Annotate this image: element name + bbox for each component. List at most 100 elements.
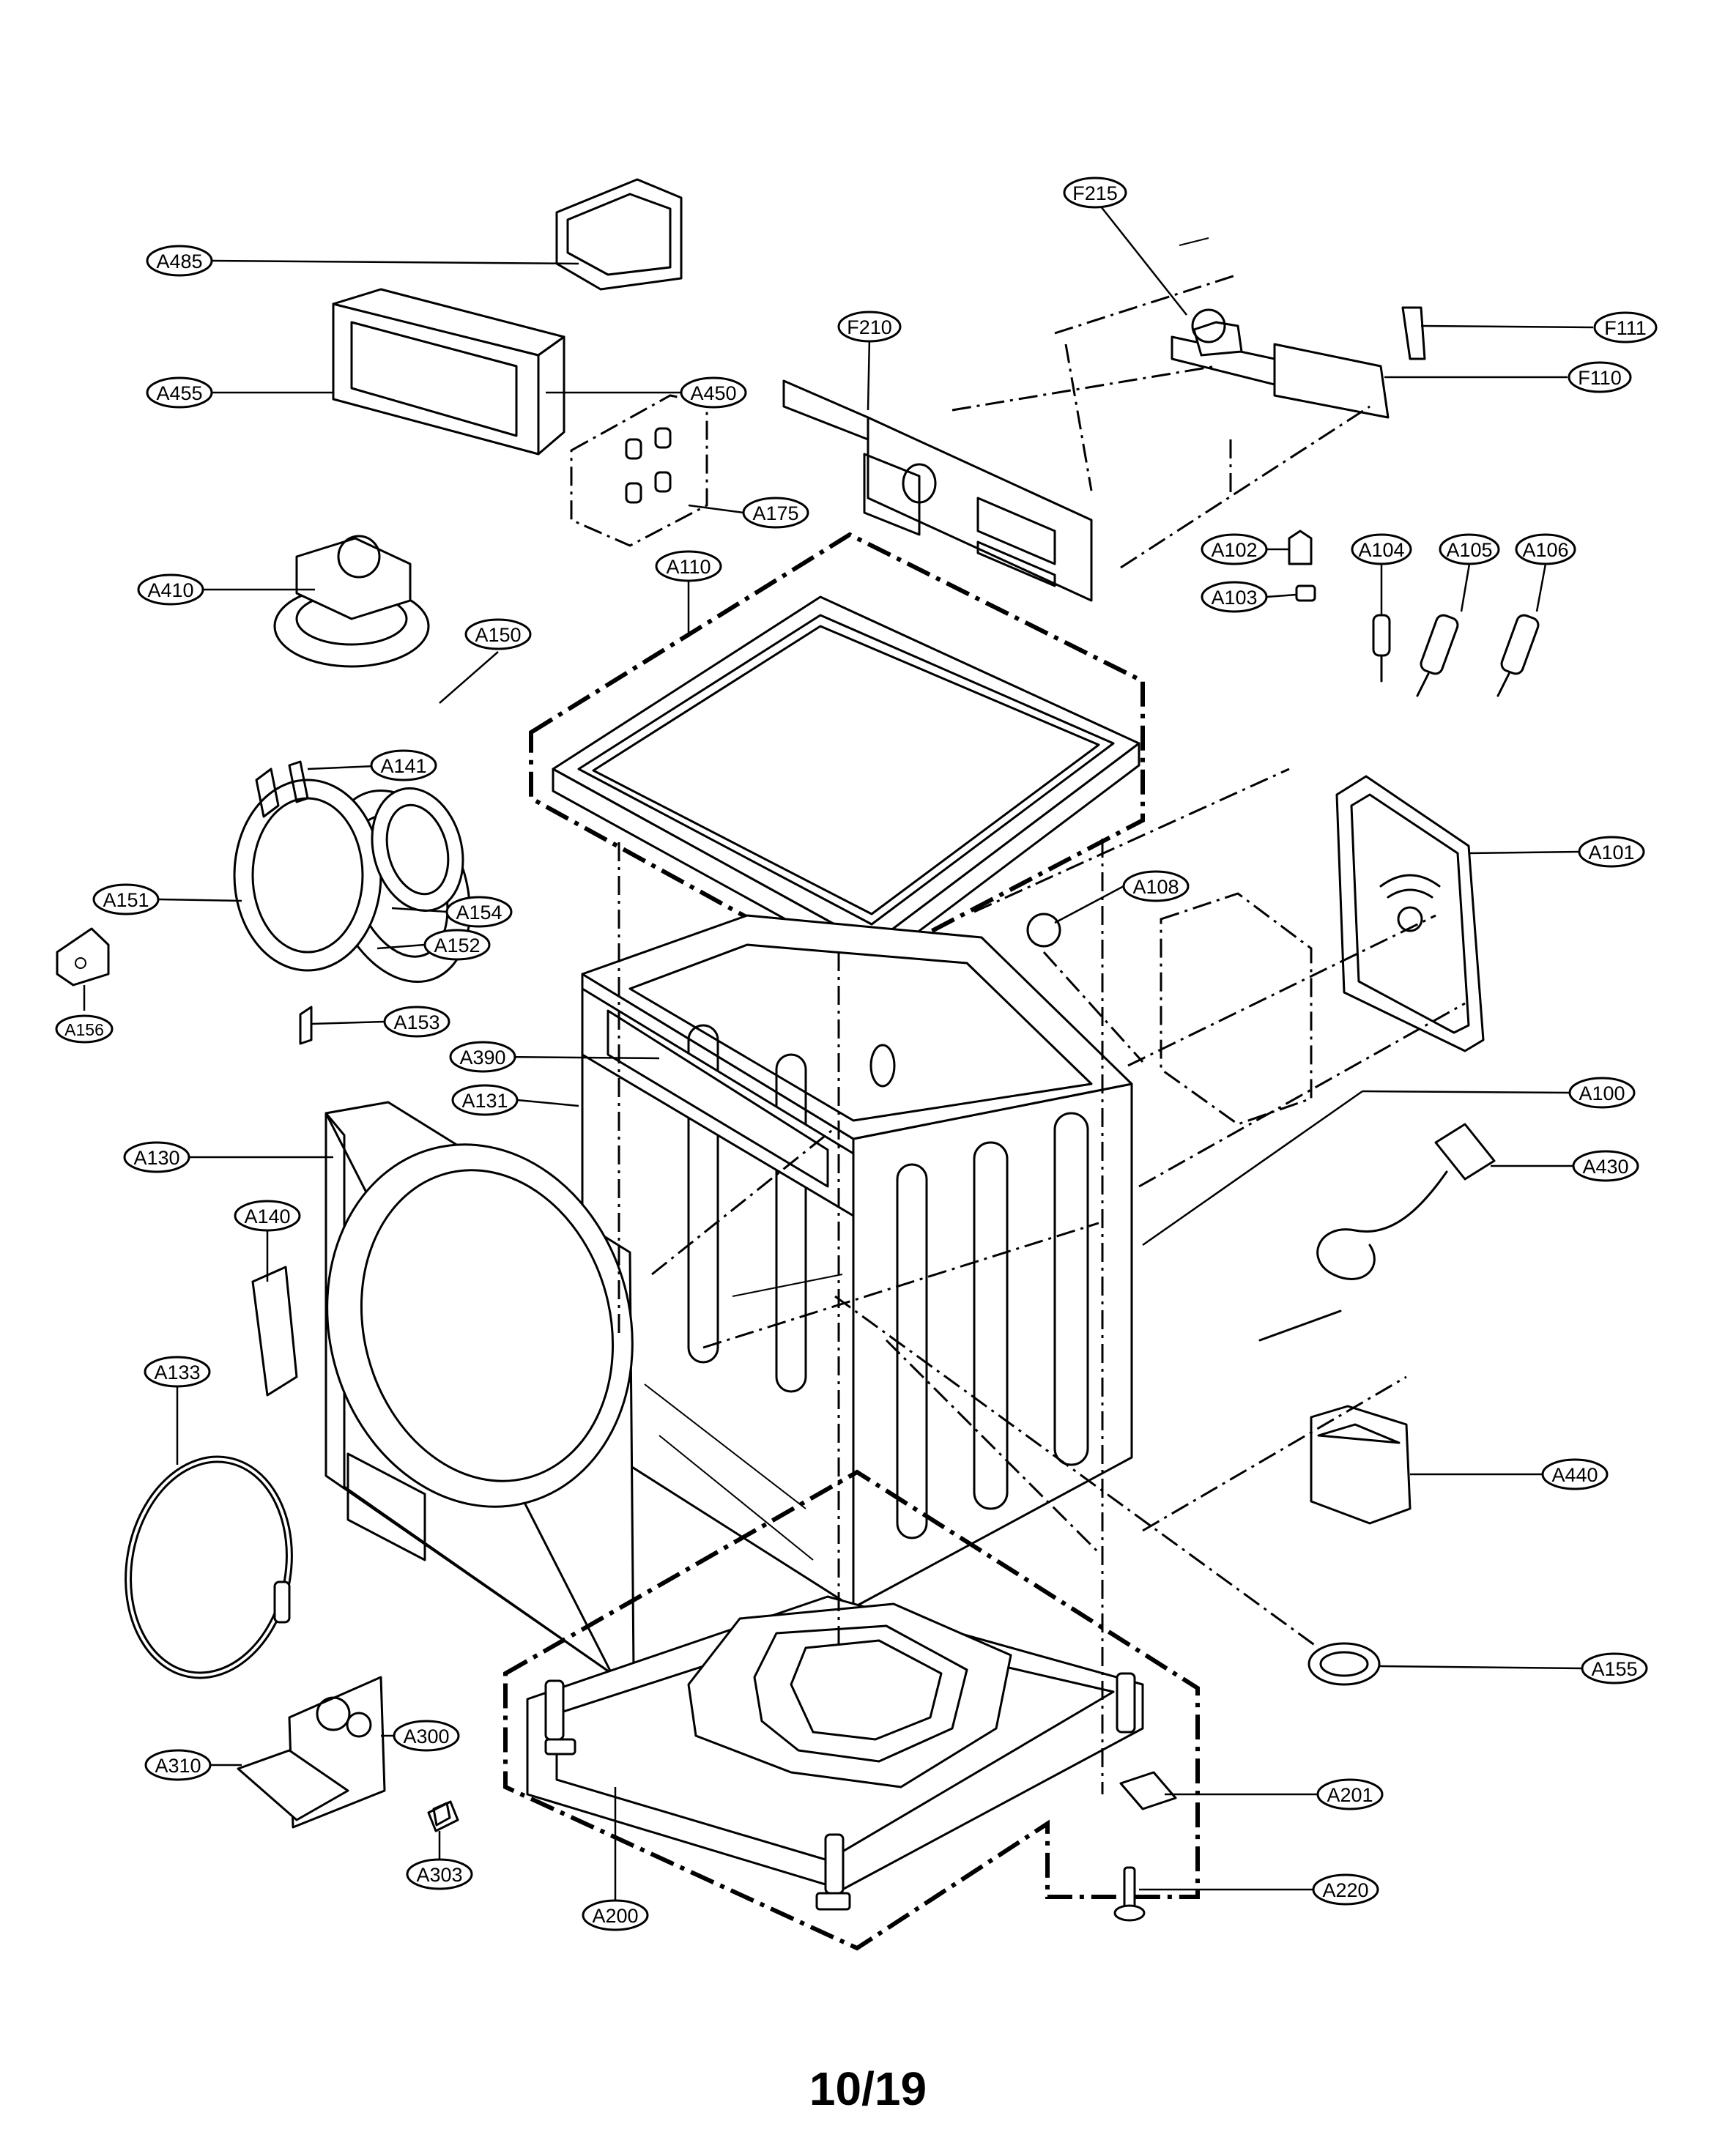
callout-label: A390 bbox=[459, 1047, 505, 1069]
callout-A455: A455 bbox=[146, 376, 213, 409]
callout-A485: A485 bbox=[146, 245, 213, 277]
base-part bbox=[526, 1595, 1144, 1911]
callout-label: A220 bbox=[1322, 1879, 1368, 1901]
callout-A410: A410 bbox=[137, 573, 204, 606]
callout-label: F111 bbox=[1604, 317, 1647, 339]
front-bracket-part bbox=[581, 987, 855, 1217]
callout-A153: A153 bbox=[383, 1006, 450, 1038]
callout-label: F210 bbox=[847, 316, 892, 338]
callout-label: A450 bbox=[690, 382, 736, 404]
callout-F111: F111 bbox=[1593, 311, 1658, 343]
callout-A220: A220 bbox=[1312, 1873, 1379, 1906]
callout-label: A102 bbox=[1211, 539, 1257, 561]
callout-A154: A154 bbox=[445, 896, 513, 928]
nozzle-parts bbox=[625, 427, 672, 504]
callout-label: A440 bbox=[1551, 1464, 1598, 1486]
callout-A106: A106 bbox=[1515, 533, 1576, 565]
damper-105-part bbox=[1416, 614, 1459, 697]
callout-label: A110 bbox=[666, 556, 711, 578]
back-cover-boundary bbox=[1160, 892, 1313, 1126]
door-ring-part bbox=[125, 1455, 293, 1679]
callout-A151: A151 bbox=[92, 883, 160, 915]
callout-F110: F110 bbox=[1568, 361, 1632, 393]
callout-A140: A140 bbox=[234, 1200, 301, 1232]
nozzle-box-boundary bbox=[570, 394, 708, 547]
front-panel-part bbox=[324, 1101, 635, 1675]
callout-label: A455 bbox=[156, 382, 202, 404]
callout-A303: A303 bbox=[406, 1858, 473, 1890]
fitting-108-part bbox=[1026, 913, 1061, 948]
callout-label: A201 bbox=[1327, 1784, 1373, 1806]
cap-155-part bbox=[1307, 1642, 1381, 1686]
bracket-201-part bbox=[1119, 1771, 1177, 1810]
callout-A101: A101 bbox=[1578, 836, 1645, 868]
callout-label: A410 bbox=[147, 579, 193, 601]
callout-A130: A130 bbox=[123, 1141, 190, 1173]
leader-lines bbox=[83, 198, 1594, 1901]
assembly-lines bbox=[617, 768, 1466, 1794]
callout-label: A130 bbox=[133, 1147, 179, 1169]
callout-label: A156 bbox=[64, 1020, 104, 1039]
callout-A105: A105 bbox=[1439, 533, 1500, 565]
callout-label: A104 bbox=[1358, 539, 1404, 561]
callout-label: A430 bbox=[1582, 1156, 1628, 1178]
callout-label: A200 bbox=[592, 1905, 638, 1927]
callout-label: A140 bbox=[244, 1205, 290, 1227]
callout-A200: A200 bbox=[582, 1899, 649, 1931]
cabinet-part bbox=[581, 914, 1133, 1609]
callout-F210: F210 bbox=[837, 311, 902, 343]
callout-label: A303 bbox=[416, 1864, 462, 1886]
callout-label: A152 bbox=[434, 935, 480, 956]
screw-part bbox=[427, 1800, 459, 1832]
callout-A150: A150 bbox=[464, 618, 532, 650]
base-boundary bbox=[503, 1469, 1200, 1951]
callout-A201: A201 bbox=[1316, 1778, 1384, 1810]
callout-label: A155 bbox=[1591, 1658, 1637, 1680]
callout-A102: A102 bbox=[1201, 533, 1268, 565]
callout-A108: A108 bbox=[1122, 870, 1190, 902]
callout-A390: A390 bbox=[449, 1041, 516, 1073]
page-number: 10/19 bbox=[809, 2062, 927, 2115]
callout-label: F110 bbox=[1578, 367, 1622, 389]
callout-A131: A131 bbox=[451, 1084, 519, 1116]
damper-106-part bbox=[1496, 614, 1540, 697]
callout-A110: A110 bbox=[655, 550, 722, 582]
callout-A300: A300 bbox=[393, 1720, 460, 1752]
damper-104-part bbox=[1372, 614, 1391, 683]
callout-A104: A104 bbox=[1351, 533, 1412, 565]
callout-label: A154 bbox=[456, 902, 502, 924]
callout-A450: A450 bbox=[680, 376, 747, 409]
callout-label: A108 bbox=[1132, 876, 1179, 898]
callout-A133: A133 bbox=[144, 1356, 211, 1388]
door-parts bbox=[56, 760, 471, 1045]
power-cord-part bbox=[1258, 1123, 1496, 1342]
callout-label: A150 bbox=[475, 624, 521, 646]
callout-label: A133 bbox=[154, 1361, 200, 1383]
callout-A440: A440 bbox=[1541, 1458, 1609, 1490]
callout-label: A175 bbox=[752, 502, 798, 524]
callout-label: A106 bbox=[1522, 539, 1568, 561]
callout-label: A300 bbox=[403, 1725, 449, 1747]
callout-label: A105 bbox=[1446, 539, 1492, 561]
callout-label: A101 bbox=[1588, 842, 1634, 863]
control-panel-part bbox=[782, 237, 1426, 602]
callout-label: A153 bbox=[393, 1011, 439, 1033]
clip-103-part bbox=[1295, 584, 1316, 602]
callout-label: A151 bbox=[103, 889, 149, 911]
filter-cover-part bbox=[237, 1676, 386, 1829]
top-panel-part bbox=[552, 595, 1140, 968]
callout-label: A485 bbox=[156, 250, 202, 272]
back-cover-part bbox=[1335, 775, 1485, 1052]
callout-A141: A141 bbox=[370, 749, 437, 781]
callout-label: A310 bbox=[155, 1755, 201, 1777]
callout-label: A141 bbox=[380, 755, 426, 777]
callout-A152: A152 bbox=[423, 929, 491, 961]
callout-label: A103 bbox=[1211, 587, 1257, 609]
callout-A175: A175 bbox=[742, 497, 809, 529]
dryer-duct-part bbox=[332, 178, 683, 456]
callout-A430: A430 bbox=[1572, 1150, 1639, 1182]
callout-A155: A155 bbox=[1581, 1652, 1648, 1684]
callout-label: A131 bbox=[461, 1090, 508, 1112]
leg-220-part bbox=[1113, 1866, 1146, 1922]
